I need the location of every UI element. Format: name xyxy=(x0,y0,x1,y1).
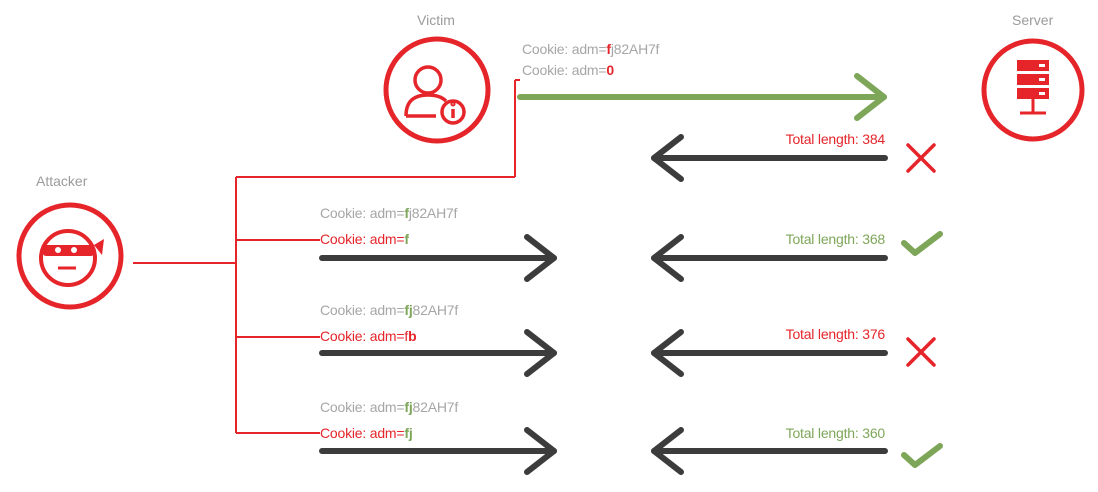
response-length-4: Total length: 360 xyxy=(785,425,886,441)
cookie-prefix: Cookie: adm= xyxy=(320,399,405,415)
cookie-bold-char: fj xyxy=(404,399,413,415)
response-length-2: Total length: 368 xyxy=(785,231,886,247)
checkmark-icon xyxy=(901,231,943,256)
cookie-rest: j82AH7f xyxy=(408,205,458,221)
attacker-label: Attacker xyxy=(36,173,88,189)
cookie-bold-char: f xyxy=(404,231,409,247)
cookie-bold-char: fj xyxy=(404,425,413,441)
checkmark-icon xyxy=(901,443,943,468)
victim-label: Victim xyxy=(417,12,455,28)
response-length-1: Total length: 384 xyxy=(785,131,886,147)
server-label: Server xyxy=(1012,12,1054,28)
request-arrow-1 xyxy=(319,234,557,282)
cookie-prefix: Cookie: adm= xyxy=(320,425,405,441)
victim-node xyxy=(383,36,491,144)
ninja-icon xyxy=(39,229,104,287)
attacker-node xyxy=(16,202,124,310)
cross-icon xyxy=(906,143,936,173)
cookie-bold-char: 0 xyxy=(606,62,614,78)
response-length-3: Total length: 376 xyxy=(785,326,886,342)
attacker-connector-lines xyxy=(133,79,520,434)
response-arrow-1 xyxy=(651,134,888,182)
cookie-prefix: Cookie: adm=f xyxy=(320,328,409,344)
server-node xyxy=(981,38,1085,142)
cookie-prefix: Cookie: adm= xyxy=(320,302,405,318)
cookie-prefix: Cookie: adm= xyxy=(320,231,405,247)
user-info-icon xyxy=(404,65,466,125)
cookie-bold-char: fj xyxy=(404,302,413,318)
cookie-bold-char: f xyxy=(606,41,611,57)
cookie-prefix: Cookie: adm= xyxy=(522,41,607,57)
guess-cookie-2: Cookie: adm=fb xyxy=(320,328,417,344)
secret-cookie-2: Cookie: adm=fj82AH7f xyxy=(320,302,458,318)
secret-cookie-1: Cookie: adm=fj82AH7f xyxy=(320,205,457,221)
cookie-prefix: Cookie: adm= xyxy=(320,205,405,221)
server-rack-icon xyxy=(1017,60,1049,115)
secret-cookie-3: Cookie: adm=fj82AH7f xyxy=(320,399,458,415)
guess-cookie-3: Cookie: adm=fj xyxy=(320,425,413,441)
cross-icon xyxy=(906,337,936,367)
cookie-bold-char: f xyxy=(404,205,409,221)
guess-cookie-1: Cookie: adm=f xyxy=(320,231,409,247)
response-arrow-3 xyxy=(651,329,888,377)
response-arrow-4 xyxy=(651,427,888,475)
victim-secret-cookie: Cookie: adm=fj82AH7f xyxy=(522,41,659,57)
cookie-rest: j82AH7f xyxy=(610,41,660,57)
cookie-prefix: Cookie: adm= xyxy=(522,62,607,78)
request-arrow-2 xyxy=(319,329,557,377)
victim-to-server-arrow xyxy=(517,73,887,121)
request-arrow-3 xyxy=(319,427,557,475)
response-arrow-2 xyxy=(651,234,888,282)
cookie-rest: 82AH7f xyxy=(412,302,459,318)
cookie-bold-char: b xyxy=(408,328,417,344)
cookie-rest: 82AH7f xyxy=(412,399,459,415)
victim-injected-cookie: Cookie: adm=0 xyxy=(522,62,614,78)
